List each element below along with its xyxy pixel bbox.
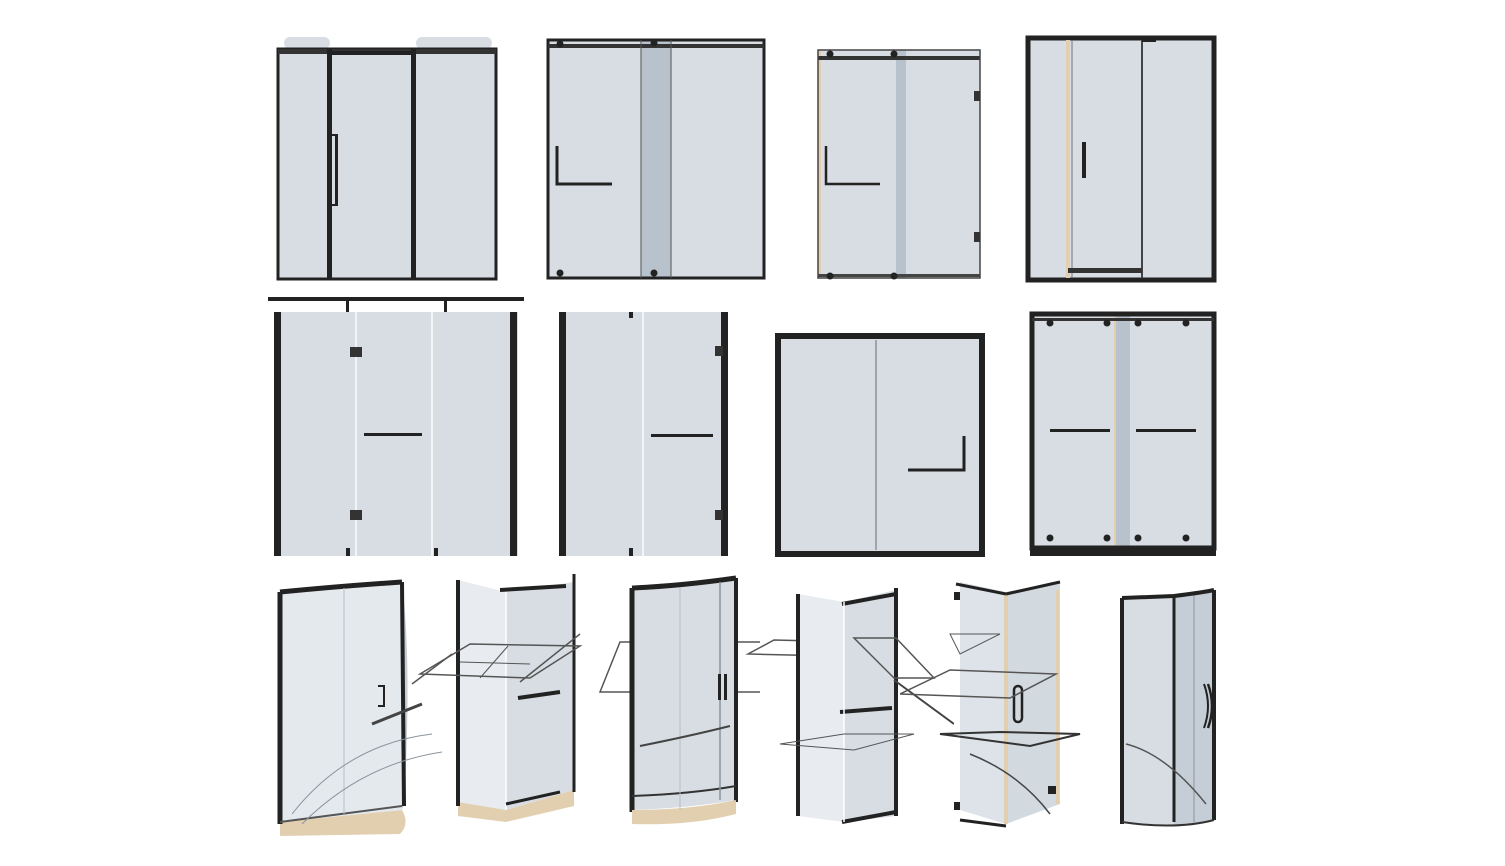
- angled-enclosure-tray[interactable]: [410, 570, 610, 832]
- curved-enclosure-door[interactable]: [590, 574, 760, 830]
- sliding-door-hinged-fixed[interactable]: [814, 46, 986, 282]
- curved-enclosure-tray[interactable]: [272, 574, 472, 838]
- curved-corner-enclosure[interactable]: [1056, 584, 1226, 830]
- pivot-door-framed[interactable]: [1024, 34, 1220, 284]
- pivot-door-overhead-bar[interactable]: [266, 294, 528, 558]
- frameless-pivot-door[interactable]: [555, 310, 733, 558]
- sliding-door-2-panel-bar[interactable]: [544, 36, 768, 284]
- double-sliding-door-base[interactable]: [1028, 310, 1218, 560]
- framed-sliding-screen[interactable]: [774, 332, 986, 558]
- sliding-door-3-panel[interactable]: [274, 34, 500, 284]
- diamond-enclosure-round-handle[interactable]: [900, 574, 1100, 830]
- angled-enclosure-open[interactable]: [744, 584, 954, 830]
